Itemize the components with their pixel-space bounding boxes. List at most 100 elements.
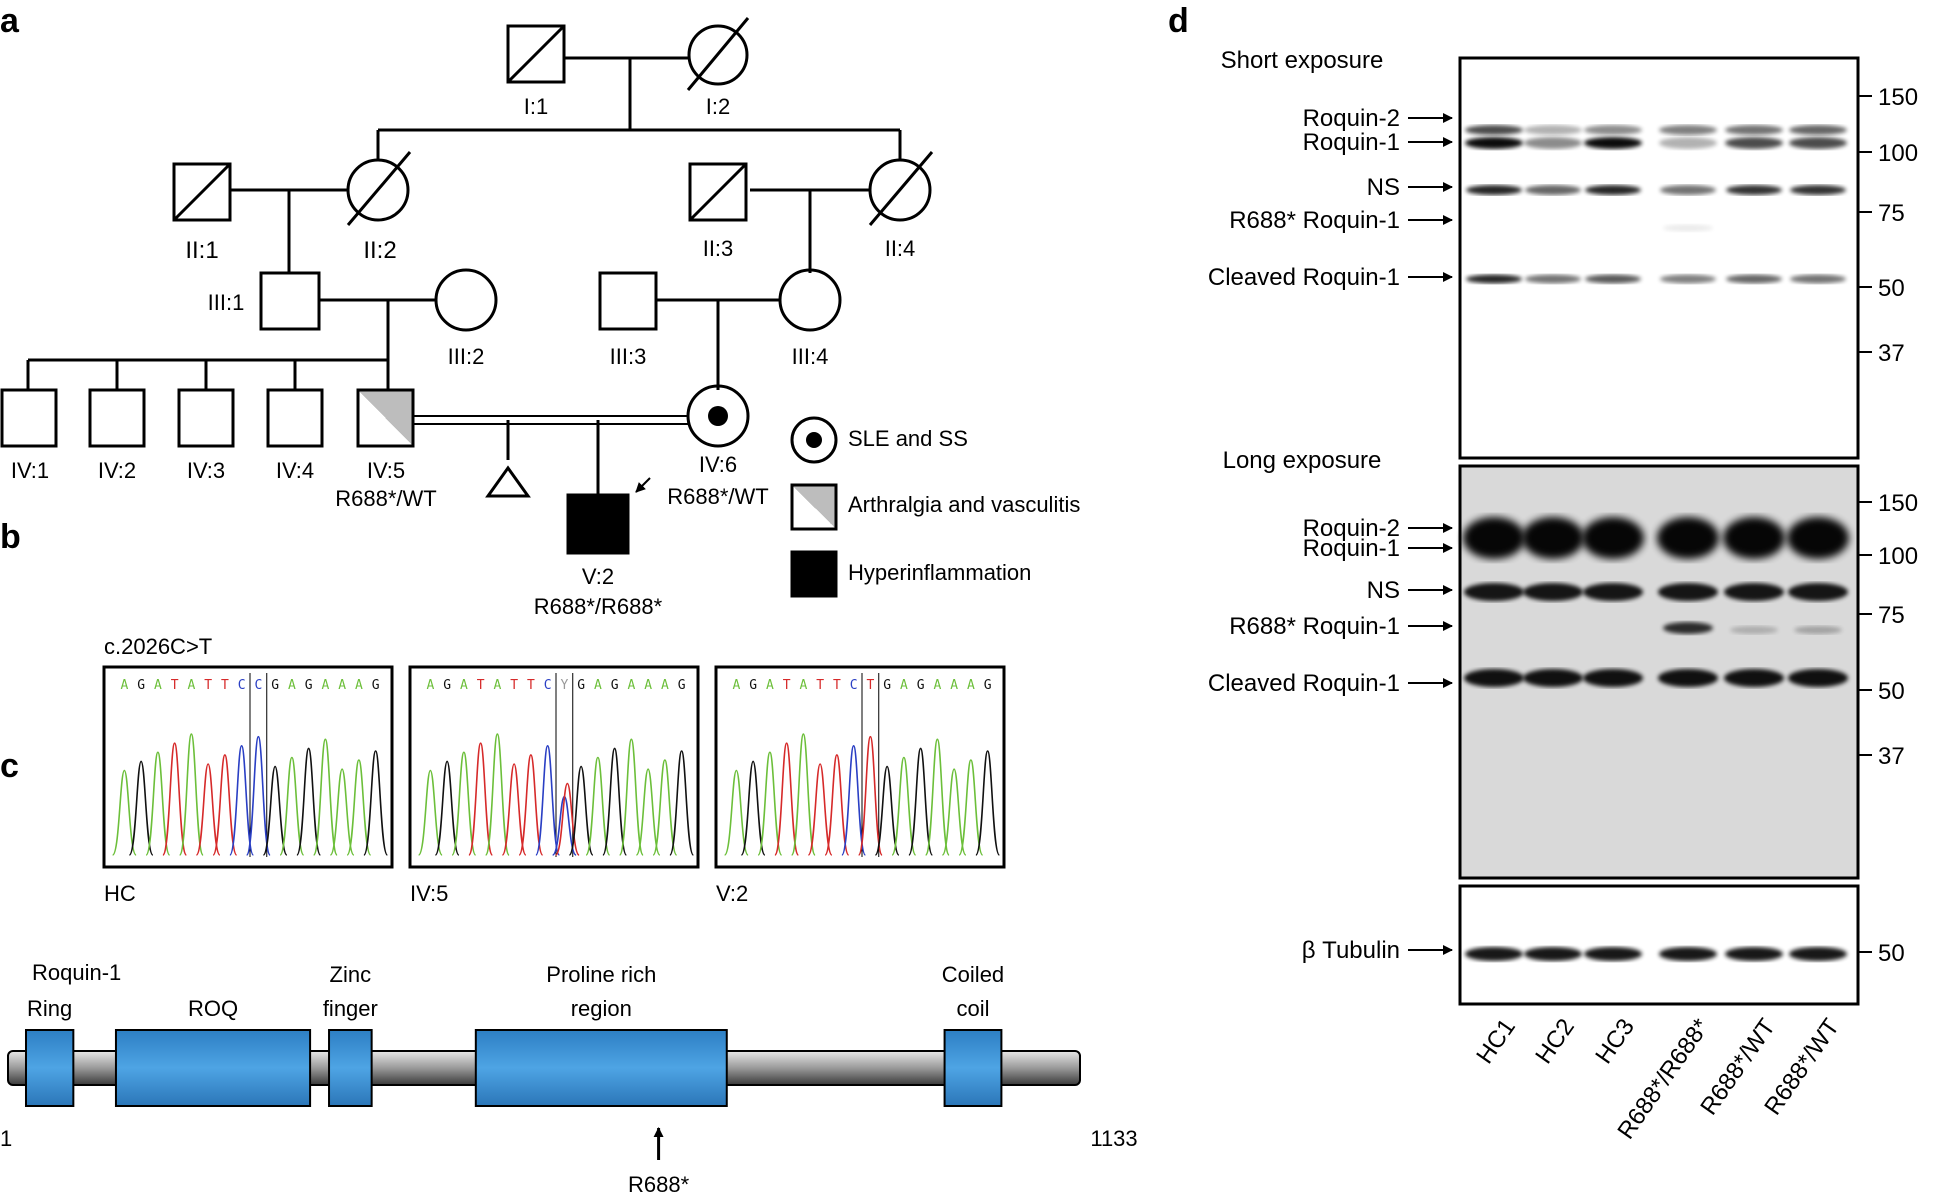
- blot-band: [1725, 947, 1783, 961]
- trace-peak: [924, 738, 950, 856]
- blot-band: [1659, 125, 1717, 135]
- pedigree-square-ii1: [172, 162, 232, 222]
- mutation-site-label: R688*: [628, 1172, 690, 1197]
- trace-peak: [145, 751, 171, 856]
- trace-peak: [195, 763, 221, 856]
- blot-band: [1788, 583, 1848, 601]
- chromatogram-frame: [714, 665, 1006, 869]
- blot-band: [1466, 274, 1522, 284]
- long-mw-37: 37: [1878, 743, 1905, 770]
- panel-label-b: b: [0, 518, 21, 556]
- deceased-slash-ii4: [868, 151, 934, 226]
- legend-label-arthralgia: Arthralgia and vasculitis: [848, 492, 1080, 517]
- base-call: G: [611, 678, 619, 693]
- blot-band: [1524, 125, 1582, 135]
- pedigree-legend: SLE and SS Arthralgia and vasculitis Hyp…: [848, 426, 1080, 585]
- short-mw-150: 150: [1878, 84, 1918, 111]
- base-call: Y: [560, 678, 568, 693]
- pedigree-square-iv2: [88, 388, 146, 448]
- trace-peak: [941, 768, 967, 856]
- trace-peak: [602, 747, 628, 856]
- trace-peak: [178, 733, 204, 856]
- base-call: G: [271, 678, 279, 693]
- trace-peak: [975, 750, 1001, 856]
- trace-peak: [635, 768, 661, 856]
- trace-peak: [484, 733, 510, 856]
- base-call: G: [749, 678, 757, 693]
- domain-label: Zinc: [330, 962, 372, 987]
- base-call: A: [338, 678, 346, 693]
- base-call: C: [850, 678, 858, 693]
- pedigree-circle-iii2: [434, 268, 498, 332]
- pedigree-circle-ii4: [868, 158, 932, 222]
- pedigree-square-ii3: [688, 162, 748, 222]
- base-call: T: [816, 678, 824, 693]
- genotype-iv5: R688*/WT: [335, 486, 436, 511]
- trace-peak: [417, 769, 443, 856]
- base-call: A: [799, 678, 807, 693]
- genotype-v2: R688*/R688*: [534, 594, 663, 619]
- base-call: T: [171, 678, 179, 693]
- base-call: G: [305, 678, 313, 693]
- pedigree-dot-iv6: [708, 406, 728, 426]
- base-call: T: [477, 678, 485, 693]
- pedigree-square-iv1: [0, 388, 58, 448]
- blot-band: [1585, 274, 1641, 284]
- trace-peak: [618, 738, 644, 856]
- domain-label: region: [571, 996, 632, 1021]
- domain-label: coil: [956, 996, 989, 1021]
- pedigree-square-v2-proband: [566, 493, 630, 555]
- blot-band: [1465, 137, 1523, 149]
- blot-band: [1583, 669, 1643, 687]
- pedigree-circle-i2: [687, 24, 749, 86]
- blot-band: [1464, 583, 1524, 601]
- label-iv4: IV:4: [276, 458, 314, 483]
- pedigree-circle-iv6: [686, 384, 750, 448]
- base-call: A: [900, 678, 908, 693]
- trace-peak: [451, 751, 477, 856]
- trace-peak: [312, 738, 338, 856]
- label-iv5: IV:5: [367, 458, 405, 483]
- trace-peak: [874, 765, 900, 856]
- pedigree-square-iii1: [259, 271, 321, 331]
- deceased-slash-i1: [506, 24, 566, 84]
- blot-band: [1465, 125, 1523, 135]
- trace-peak: [111, 769, 137, 856]
- pedigree-circle-ii2: [346, 158, 410, 222]
- base-call: T: [221, 678, 229, 693]
- blot-band: [1660, 185, 1716, 195]
- legend-circle-dot-symbol: [790, 416, 838, 464]
- domain-label: ROQ: [188, 996, 238, 1021]
- blot-band: [1724, 583, 1784, 601]
- label-ii2: II:2: [363, 237, 396, 264]
- blot-band: [1522, 517, 1584, 559]
- blot-band: [1523, 583, 1583, 601]
- short-mw-37: 37: [1878, 340, 1905, 367]
- blot-band: [1724, 669, 1784, 687]
- long-mw-75: 75: [1878, 602, 1905, 629]
- blot-band: [1464, 669, 1524, 687]
- base-call: A: [933, 678, 941, 693]
- blot-band: [1583, 583, 1643, 601]
- panel-label-d: d: [1168, 2, 1189, 40]
- base-call: G: [137, 678, 145, 693]
- blot-band: [1789, 125, 1847, 135]
- trace-peak: [296, 747, 322, 856]
- short-band-label-3: R688* Roquin-1: [1229, 207, 1400, 234]
- trace-peak: [891, 756, 917, 856]
- label-iii3: III:3: [610, 344, 647, 369]
- trace-peak: [434, 760, 460, 856]
- label-v2: V:2: [582, 564, 614, 589]
- chromatogram-label: V:2: [716, 881, 748, 906]
- short-exposure-blot: [1458, 56, 1860, 460]
- label-ii3: II:3: [703, 236, 734, 261]
- trace-peak: [162, 742, 188, 856]
- pedigree-labels: I:1 I:2 II:1 II:2 II:3 II:4 III:1 III:2 …: [11, 94, 915, 619]
- base-call: T: [510, 678, 518, 693]
- base-call: A: [288, 678, 296, 693]
